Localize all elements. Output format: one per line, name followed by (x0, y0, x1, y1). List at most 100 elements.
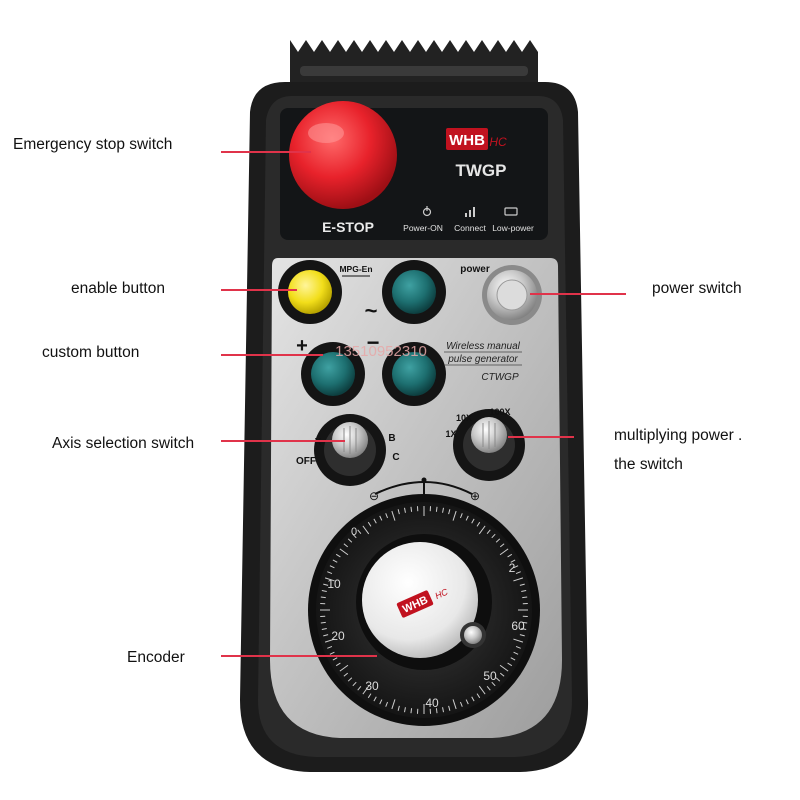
encoder-tick (515, 571, 521, 575)
indicator-low-power-icon (504, 207, 518, 216)
encoder-tick (499, 672, 505, 677)
encoder-tick (320, 621, 326, 624)
encoder-tick (513, 638, 524, 643)
encoder-tick (448, 705, 451, 711)
brand-logo: WHB HC (446, 128, 507, 150)
dial-minus-symbol: ⊖ (369, 489, 379, 503)
encoder-tick (335, 553, 341, 558)
estop-label: E-STOP (322, 219, 374, 235)
dial-number: 10 (327, 577, 341, 591)
axis-option-b: B (388, 433, 395, 444)
encoder-tick (397, 705, 400, 711)
encoder-tick (391, 699, 396, 710)
encoder-tick (332, 657, 338, 661)
encoder-tick (410, 708, 413, 714)
encoder-tick (323, 634, 329, 637)
encoder-wheel[interactable] (308, 494, 540, 726)
encoder-tick (499, 548, 509, 556)
encoder-tick (329, 651, 335, 655)
encoder-tick (320, 596, 326, 599)
encoder-tick (324, 638, 335, 643)
indicator-connect-icon (465, 207, 475, 217)
encoder-tick (357, 685, 362, 691)
encoder-tick (448, 509, 451, 515)
custom-button-plus[interactable] (301, 342, 365, 406)
dial-number: 40 (425, 696, 439, 710)
encoder-tick (521, 590, 527, 592)
multiplier-option-100x: 100X (489, 407, 510, 417)
encoder-tick (435, 506, 438, 512)
svg-text:WHB: WHB (449, 132, 485, 149)
encoder-tick (510, 657, 516, 661)
encoder-tick (513, 651, 519, 655)
encoder-tick (499, 664, 509, 672)
multiplier-option-10x: 10X (456, 413, 472, 423)
encoder-tick (510, 559, 516, 563)
encoder-tick (459, 701, 463, 707)
encoder-tick (465, 515, 469, 521)
encoder-tick (397, 509, 400, 515)
encoder-tick (335, 662, 341, 667)
encoder-tick (327, 645, 333, 649)
encoder-tick (379, 699, 383, 705)
dial-plus-symbol: ⊕ (470, 489, 480, 503)
callout-axis-selection: Axis selection switch (52, 435, 195, 452)
encoder-tick (352, 533, 357, 539)
enable-button[interactable] (278, 260, 342, 324)
dial-number: 60 (511, 619, 525, 633)
encoder-tick (373, 518, 377, 524)
encoder-tick (499, 543, 505, 548)
leader-line-encoder (221, 655, 377, 657)
watermark: 13510952310 (335, 343, 427, 360)
model-label: TWGP (456, 161, 507, 180)
encoder-tick (321, 628, 327, 630)
encoder-tick (332, 559, 338, 563)
encoder-tick (452, 510, 457, 521)
encoder-tick (486, 529, 491, 535)
encoder-tick (478, 525, 486, 535)
indicator-label: Low-power (492, 223, 534, 233)
encoder-tick (347, 677, 353, 682)
encoder-tick (478, 685, 486, 695)
encoder-tick (362, 525, 370, 535)
encoder-logo: WHB HC (396, 586, 450, 618)
multiplier-option-1x: 1X (445, 429, 456, 439)
encoder-tick (347, 538, 353, 543)
tilde-label: ~ (365, 298, 378, 323)
encoder-tick (507, 662, 513, 667)
encoder-tick (385, 513, 389, 519)
encoder-tick (519, 634, 525, 637)
multiplier-switch[interactable] (453, 409, 525, 481)
encoder-tick (324, 577, 335, 582)
encoder-tick (442, 507, 444, 513)
encoder-tick (471, 696, 475, 702)
axis-option-c: C (392, 452, 399, 463)
encoder-tick (339, 548, 349, 556)
encoder-tick (471, 518, 475, 524)
encoder-tick (513, 565, 519, 569)
encoder-tick (367, 693, 372, 699)
encoder-tick (391, 510, 396, 521)
callout-custom-button: custom button (42, 344, 140, 361)
encoder-tick (522, 621, 528, 624)
encoder-tick (385, 701, 389, 707)
leader-line-emergency-stop (221, 151, 311, 153)
leader-line-multiplying (508, 436, 574, 438)
power-switch[interactable] (482, 265, 542, 325)
axis-selection-switch[interactable] (314, 414, 386, 486)
product-line-1: Wireless manual (446, 341, 521, 352)
custom-button-minus[interactable] (382, 342, 446, 406)
emergency-stop-button[interactable] (289, 101, 397, 209)
custom-button-tilde[interactable] (382, 260, 446, 324)
dial-number: 0 (351, 526, 357, 538)
encoder-tick (442, 707, 444, 713)
encoder-tick (495, 538, 501, 543)
indicator-power-on-icon (422, 206, 432, 217)
svg-text:HC: HC (489, 135, 507, 149)
encoder-tick (507, 553, 513, 558)
leader-line-enable-button (221, 289, 297, 291)
encoder-tick (486, 685, 491, 691)
encoder-tick (352, 681, 357, 687)
encoder-tick (522, 596, 528, 599)
